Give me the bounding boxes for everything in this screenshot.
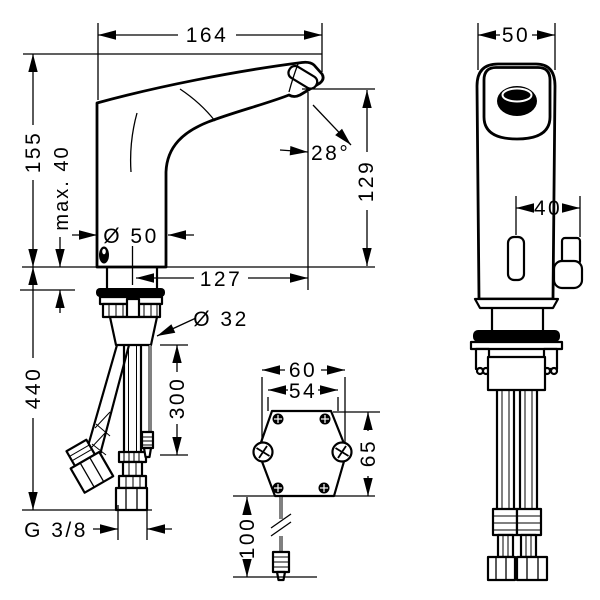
- front-washer: [469, 340, 564, 351]
- side-crease-left: [129, 112, 138, 173]
- dim-label-127: 127: [200, 268, 243, 291]
- side-sensor-cable: [140, 345, 155, 459]
- dim-label-440: 440: [22, 367, 45, 410]
- side-crease-upper: [179, 88, 216, 122]
- side-connection-nut: [114, 486, 149, 512]
- dim-label-dia32: Ø 32: [193, 308, 249, 331]
- mounting-bracket-detail: 60 54 65 100: [233, 359, 380, 582]
- dim-label-40: 40: [534, 197, 562, 220]
- dim-label-max40: max. 40: [51, 145, 73, 230]
- front-aerator-rim: [501, 87, 533, 103]
- dim-label-164: 164: [186, 24, 229, 47]
- side-tip-crease: [288, 63, 299, 93]
- side-hose-fitting: [65, 438, 115, 494]
- side-sensor-highlight: [102, 248, 106, 255]
- front-side-knob: [552, 236, 584, 290]
- dim-label-28deg: 28°: [311, 142, 350, 165]
- side-view-dimensions: 164 155 max. 40 Ø 50 28° 129 127 440 Ø 3…: [20, 23, 378, 542]
- front-hose-nut-left: [486, 555, 517, 582]
- side-cable-plug: [140, 430, 155, 450]
- front-mounting-hardware: [469, 297, 564, 392]
- dim-label-129: 129: [355, 160, 378, 203]
- bracket-corner-screws: [272, 413, 331, 494]
- front-body-outline: [475, 62, 557, 301]
- dim-label-54: 54: [289, 380, 317, 403]
- front-view-dimensions: 50 40: [477, 23, 581, 237]
- faucet-side-view: [65, 60, 325, 512]
- dim-label-65: 65: [357, 439, 380, 467]
- side-gasket: [96, 288, 165, 297]
- front-sensor-slot: [506, 235, 526, 282]
- bracket-side-screws: [252, 441, 353, 463]
- faucet-front-view: [469, 62, 584, 582]
- side-shank-cone: [108, 315, 159, 347]
- dim-label-100: 100: [236, 517, 259, 560]
- dim-label-dia50: Ø 50: [103, 225, 159, 248]
- front-connection-block: [486, 355, 547, 392]
- front-spout-face: [482, 66, 552, 141]
- side-hose-nut: [69, 450, 115, 494]
- front-hoses: [486, 390, 549, 582]
- side-aerator-tip: [287, 64, 319, 90]
- dim-label-300: 300: [166, 377, 189, 420]
- bracket-cable: [270, 497, 292, 582]
- side-mounting-hardware: [96, 267, 165, 347]
- bracket-dimensions: 60 54 65 100: [233, 359, 380, 578]
- dim-label-155: 155: [22, 131, 45, 174]
- dim-label-g38: G 3/8: [24, 519, 88, 542]
- side-sensor-window: [99, 246, 109, 264]
- front-hose-nut-right: [515, 555, 549, 582]
- dim-label-60: 60: [289, 359, 317, 382]
- side-connection-hose: [114, 345, 149, 512]
- side-body-outline: [95, 60, 325, 269]
- front-gasket: [473, 330, 560, 342]
- dim-label-50: 50: [502, 24, 530, 47]
- side-supply-hose: [65, 344, 131, 494]
